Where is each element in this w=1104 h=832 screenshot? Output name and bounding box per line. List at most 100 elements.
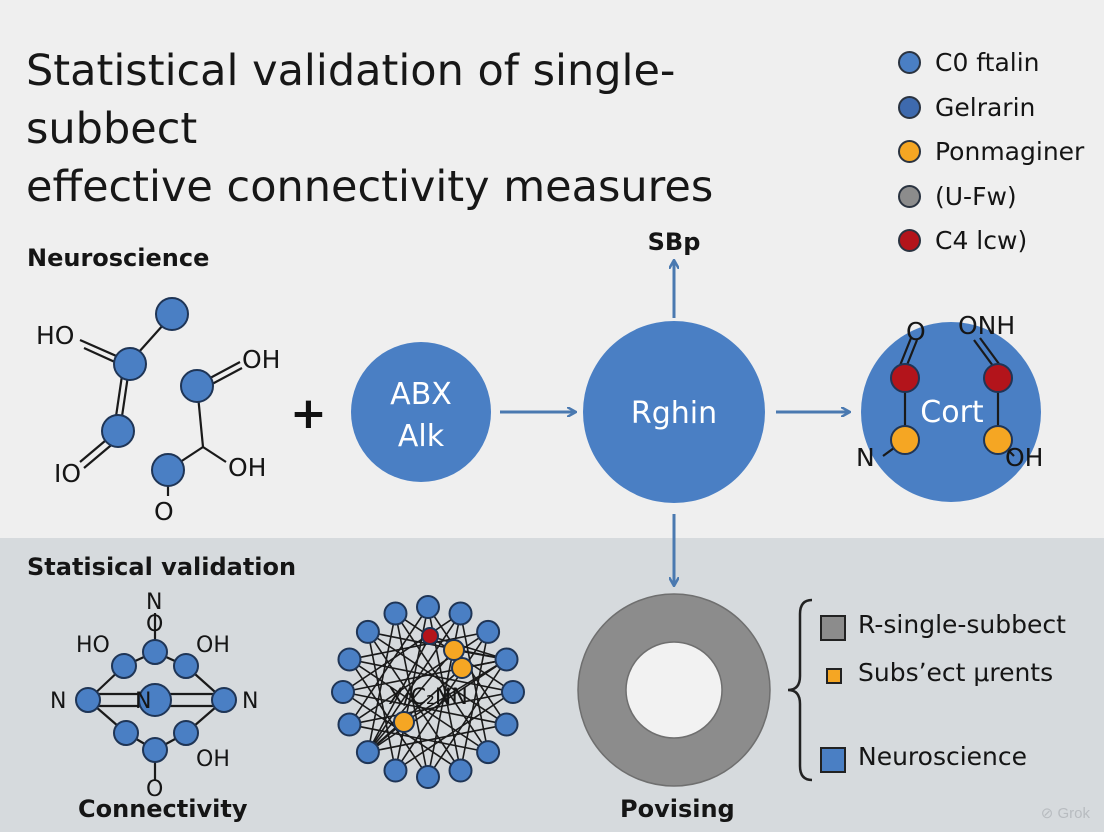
- legend-label: Gelrarin: [935, 92, 1036, 122]
- ring-outer-edge: [577, 593, 771, 787]
- network-edge: [394, 613, 489, 753]
- atom-label: OH: [196, 633, 230, 658]
- atom-label: N: [50, 689, 66, 714]
- legend: C0 ftalin Gelrarin Ponmaginer (U-Fw) C4 …: [895, 44, 1095, 267]
- network-node: [337, 647, 362, 672]
- atom: [180, 369, 214, 403]
- node-abx-alk: [351, 342, 491, 482]
- molecule-bottom-left-labels: N O HO OH N N OH O N: [50, 590, 258, 802]
- network-edge: [349, 631, 489, 661]
- key-swatch: [826, 668, 842, 684]
- atom: [111, 653, 137, 679]
- network-edge: [342, 691, 507, 726]
- atom-red: [890, 363, 920, 393]
- legend-swatch: [898, 95, 921, 119]
- network-edge: [367, 635, 431, 753]
- network-edge: [367, 649, 455, 753]
- network-node: [494, 712, 519, 737]
- atom-orange: [890, 425, 920, 455]
- network-node: [416, 595, 440, 619]
- grok-logo-icon: ⊘: [1040, 805, 1054, 822]
- molecule-top-left-labels: HO OH IO OH O: [36, 321, 280, 526]
- network-node: [476, 619, 501, 644]
- atom: [173, 653, 199, 679]
- network-node: [383, 758, 408, 783]
- node-rghin-label: Rghin: [631, 396, 717, 431]
- plus-sign: +: [290, 388, 327, 439]
- section-label-statistical-validation: Statisical validation: [27, 553, 297, 581]
- node-abx-label-line1: ABX: [390, 377, 452, 412]
- node-rghin: [583, 321, 765, 503]
- network-node-highlight: [393, 711, 415, 733]
- ring-inner-hole: [625, 641, 723, 739]
- network-edge: [394, 613, 429, 778]
- atom-label: OH: [242, 345, 280, 374]
- grok-watermark: ⊘ Grok: [1041, 804, 1090, 822]
- legend-swatch: [898, 51, 921, 74]
- legend-item: Gelrarin: [895, 89, 1095, 134]
- atom-label: N: [146, 590, 162, 615]
- atom-label: OH: [228, 453, 266, 482]
- network-edge: [367, 613, 462, 753]
- atom-label: N: [856, 443, 875, 472]
- atom: [155, 297, 189, 331]
- atom-label: O: [906, 317, 926, 346]
- network-node-highlight: [443, 639, 465, 661]
- title-line-2: effective connectivity measures: [26, 162, 714, 212]
- atoms-top-left: [101, 297, 214, 487]
- atom-label: O: [146, 612, 163, 637]
- atom: [211, 687, 237, 713]
- atom-label: ONH: [958, 311, 1015, 340]
- bond: [979, 337, 1003, 369]
- atom-label: OH: [1005, 443, 1043, 472]
- network-edge: [349, 691, 514, 726]
- network-label: X/C₂NN: [388, 685, 468, 710]
- atom-label-center: N: [135, 689, 151, 714]
- network-edge: [429, 635, 507, 661]
- ring-shape: [578, 594, 770, 786]
- network-node: [355, 740, 380, 765]
- node-sbp-label: SBp: [648, 228, 701, 256]
- atom-label: N: [242, 689, 258, 714]
- atom: [75, 687, 101, 713]
- node-cort-label: Cort: [920, 395, 984, 430]
- atoms-bottom-left: [75, 639, 237, 763]
- atom: [142, 639, 168, 665]
- network-node: [448, 601, 473, 626]
- network-edge: [342, 612, 461, 693]
- key-swatch: [820, 747, 846, 773]
- key-swatch: [820, 615, 846, 641]
- legend-label: Ponmaginer: [935, 137, 1085, 166]
- key-label: Neuroscience: [858, 742, 1028, 771]
- node-abx-label-line2: Alk: [398, 419, 445, 454]
- network-node: [494, 647, 519, 672]
- atom: [113, 720, 139, 746]
- network-edge: [367, 631, 462, 771]
- section-label-neuroscience: Neuroscience: [27, 244, 210, 272]
- atom-red: [983, 363, 1013, 393]
- atom: [101, 414, 135, 448]
- bond: [897, 337, 913, 369]
- network-node-highlight: [421, 627, 439, 645]
- watermark-label: Grok: [1057, 805, 1090, 822]
- legend-label: C4 lcw): [935, 226, 1028, 255]
- bond: [202, 446, 227, 463]
- network-graph: [331, 595, 525, 789]
- key-brace: [787, 598, 813, 782]
- network-edge: [349, 658, 514, 693]
- network-node: [337, 712, 362, 737]
- network-edge: [394, 631, 489, 771]
- legend-item: C0 ftalin: [895, 44, 1095, 89]
- bottom-panel-background: [0, 538, 1104, 832]
- network-node: [383, 601, 408, 626]
- legend-swatch: [898, 229, 921, 252]
- network-node: [416, 765, 440, 789]
- section-label-povising: Povising: [620, 795, 735, 823]
- atom: [151, 453, 185, 487]
- legend-swatch: [898, 140, 921, 163]
- network-node: [331, 680, 355, 704]
- network-node: [448, 758, 473, 783]
- cort-atom-labels: O ONH N OH: [856, 311, 1043, 472]
- atom-orange: [983, 425, 1013, 455]
